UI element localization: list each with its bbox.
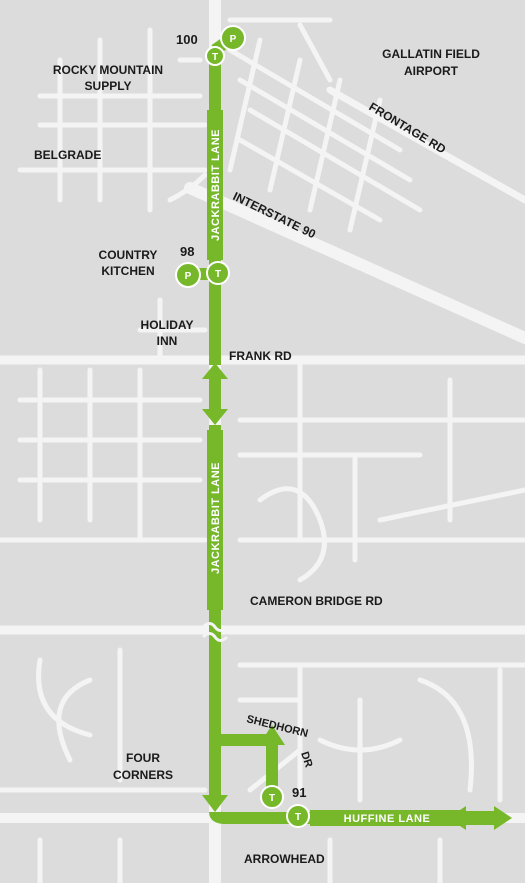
- road-label-frank: FRANK RD: [229, 349, 292, 363]
- transit-marker-label: T: [295, 812, 301, 823]
- stop-number-98: 98: [180, 244, 194, 259]
- frontage-road: [326, 86, 525, 204]
- transit-marker-label: T: [212, 52, 218, 63]
- west-streets: [0, 367, 208, 543]
- route-huffine: [209, 810, 462, 824]
- place-label-holiday: HOLIDAY: [141, 318, 194, 332]
- transit-marker-label: T: [215, 269, 221, 280]
- place-label-gallatin-field: GALLATIN FIELD: [382, 47, 480, 61]
- stop-100-transit[interactable]: T: [205, 46, 225, 66]
- road-label-jackrabbit-south: JACKRABBIT LANE: [210, 462, 222, 574]
- place-label-four: FOUR: [126, 751, 160, 765]
- place-label-airport: AIRPORT: [404, 64, 459, 78]
- south-streets: [0, 647, 525, 803]
- east-streets: [237, 357, 525, 583]
- place-label-arrowhead: ARROWHEAD: [244, 852, 325, 866]
- place-label-corners: CORNERS: [113, 768, 173, 782]
- place-label-inn: INN: [157, 334, 178, 348]
- interstate-90-road: [184, 182, 525, 344]
- stop-number-100: 100: [176, 32, 198, 47]
- airport-streets: [227, 17, 423, 233]
- transit-icon: [205, 46, 225, 66]
- stop-98-parking[interactable]: P: [175, 262, 201, 288]
- double-arrow-icon: [202, 363, 228, 425]
- stop-98-transit[interactable]: T: [206, 261, 230, 285]
- arrow-up-icon: [259, 725, 285, 745]
- place-label-belgrade: BELGRADE: [34, 148, 101, 162]
- lower-streets: [37, 837, 443, 883]
- huffine-band: [310, 810, 465, 826]
- transit-icon: [260, 785, 284, 809]
- parking-marker-label: P: [185, 271, 192, 282]
- belgrade-streets: [17, 27, 208, 363]
- parking-marker-label: P: [230, 34, 237, 45]
- place-label-supply: SUPPLY: [85, 79, 132, 93]
- huffine-double-arrow-icon: [448, 806, 512, 830]
- place-label-rocky-mountain: ROCKY MOUNTAIN: [53, 63, 163, 77]
- parking-icon: [175, 262, 201, 288]
- stop-91-transit-a[interactable]: T: [260, 785, 284, 809]
- transit-marker-label: T: [269, 793, 275, 804]
- transit-icon: [286, 804, 310, 828]
- road-label-dr: DR: [298, 750, 314, 769]
- road-label-jackrabbit-north: JACKRABBIT LANE: [210, 129, 222, 241]
- stop-100-parking[interactable]: P: [220, 25, 246, 51]
- route-break-icon: [201, 622, 229, 642]
- arrow-down-icon: [202, 795, 228, 812]
- place-label-country: COUNTRY: [99, 248, 158, 262]
- road-label-cameron-bridge: CAMERON BRIDGE RD: [250, 594, 383, 608]
- stop-91-transit-b[interactable]: T: [286, 804, 310, 828]
- road-label-huffine: HUFFINE LANE: [344, 813, 431, 825]
- transit-icon: [206, 261, 230, 285]
- place-label-kitchen: KITCHEN: [101, 264, 154, 278]
- parking-icon: [220, 25, 246, 51]
- stop-number-91: 91: [292, 785, 306, 800]
